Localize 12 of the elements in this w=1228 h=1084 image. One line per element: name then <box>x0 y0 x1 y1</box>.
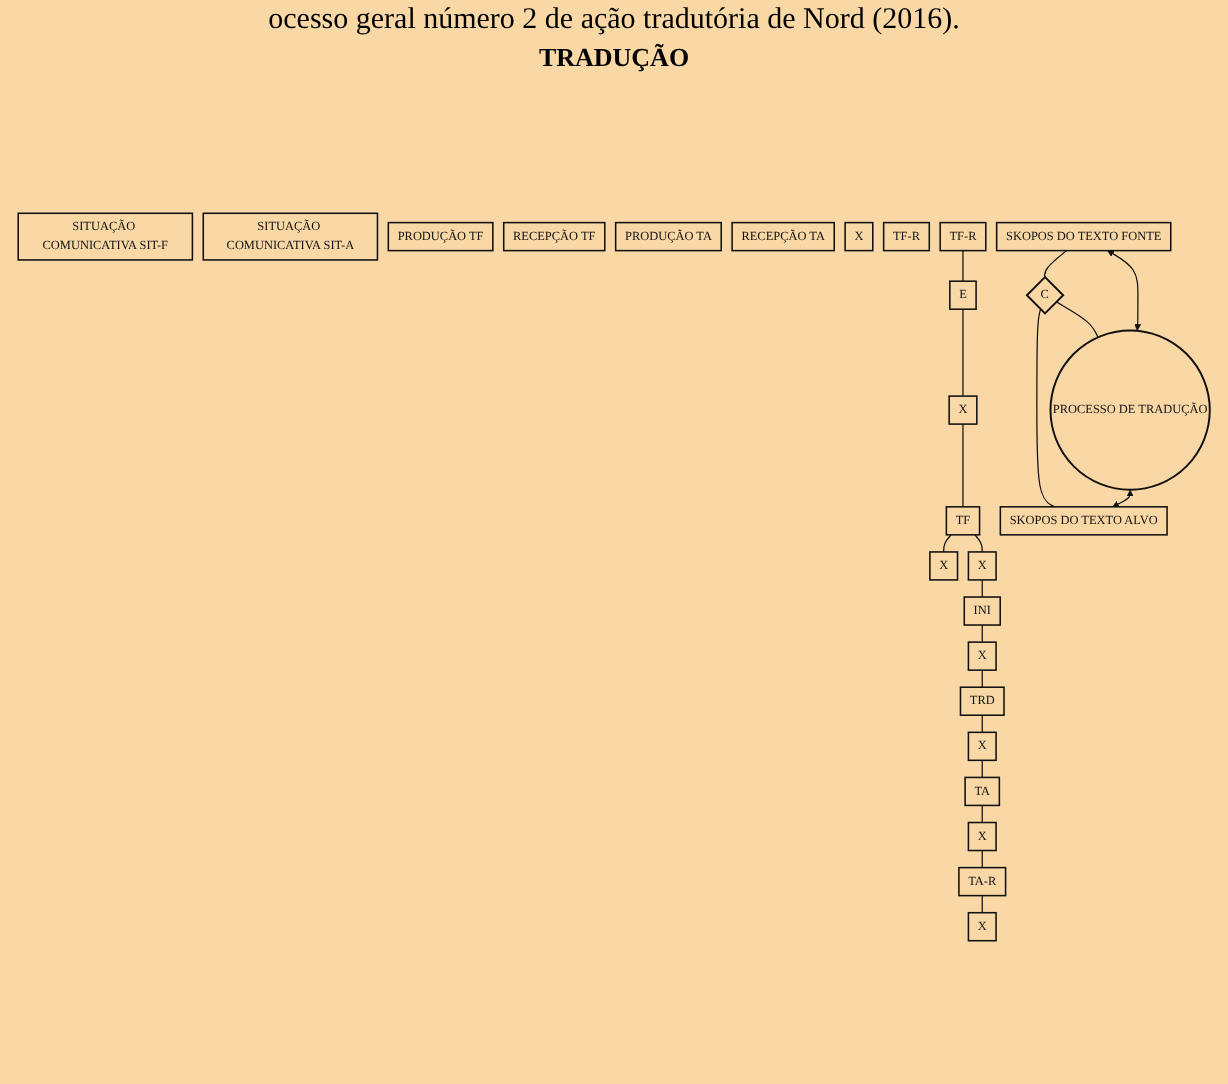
arrow <box>1112 489 1134 508</box>
connector <box>974 534 983 553</box>
connector <box>943 534 952 553</box>
connector <box>962 423 964 508</box>
connector <box>1044 250 1068 278</box>
diagram-label: TRADUÇÃO <box>538 42 690 72</box>
connector <box>962 250 964 282</box>
arrow <box>1107 250 1142 331</box>
connector <box>1036 308 1056 508</box>
figure-title: ocesso geral número 2 de ação tradutória de Nord (2016). <box>266 4 962 38</box>
connector <box>962 308 964 397</box>
connector <box>1055 301 1099 338</box>
